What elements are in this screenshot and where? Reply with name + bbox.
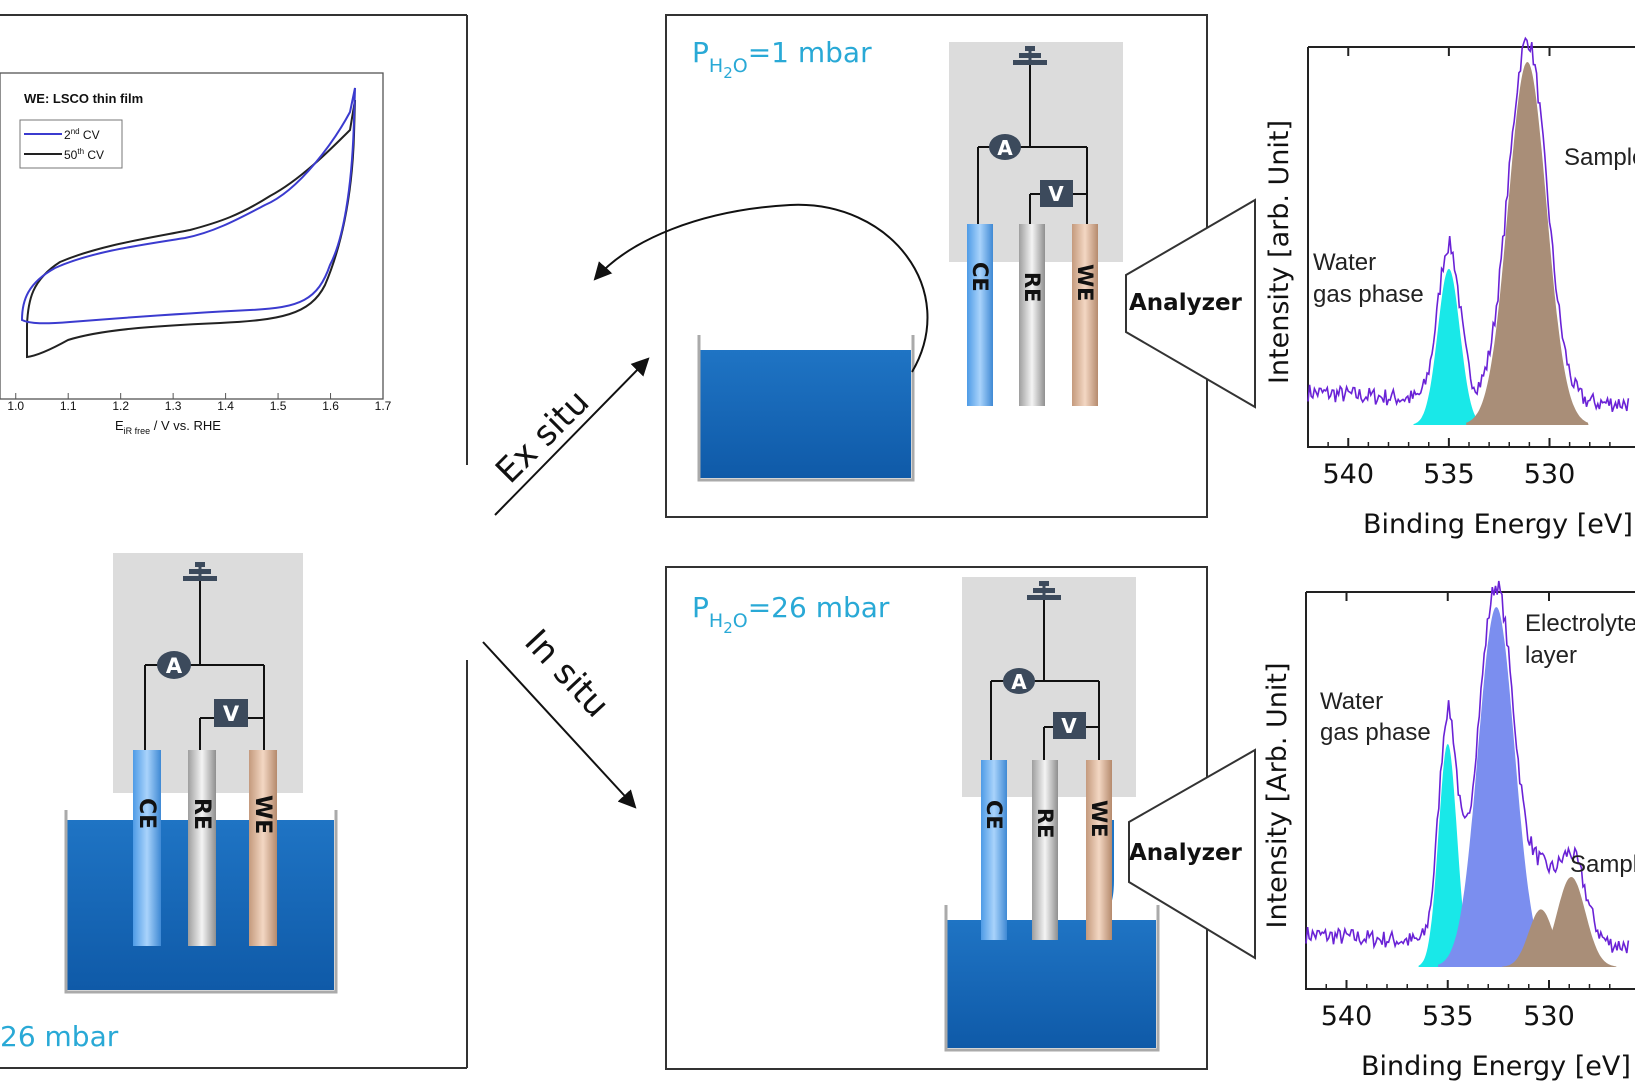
left-re-electrode: RE	[188, 750, 216, 946]
top-analyzer-cone	[1125, 198, 1256, 409]
ex-situ-arrow: Ex situ	[488, 357, 650, 516]
svg-text:RE: RE	[1020, 272, 1044, 303]
bottom-re-electrode: RE	[1032, 760, 1058, 940]
top-electrolyte	[699, 350, 911, 478]
xps-peak	[1413, 268, 1485, 425]
xps-peak	[1525, 877, 1617, 967]
xps-peak	[1466, 62, 1589, 425]
xps-annotation: layer	[1525, 642, 1577, 669]
xps-ylabel: Intensity [Arb. Unit]	[1262, 662, 1293, 928]
xps-axes	[1307, 47, 1635, 448]
top-ammeter-label: A	[997, 136, 1013, 160]
bottom-beaker	[944, 905, 1160, 1052]
xps-annotation: Water	[1313, 249, 1376, 276]
cv-legend-title: WE: LSCO thin film	[24, 91, 143, 106]
bottom-ce-electrode: CE	[981, 760, 1007, 940]
bottom-electrolyte	[946, 920, 1156, 1048]
svg-text:WE: WE	[1073, 264, 1097, 302]
cv-xlabel: EiR free / V vs. RHE	[115, 418, 221, 436]
left-setup: A V CE RE WE 26 mbar	[0, 553, 338, 1053]
top-analyzer-label: Analyzer	[1129, 290, 1243, 316]
top-re-electrode: RE	[1019, 224, 1045, 406]
xps-xtick-label: 535	[1423, 459, 1475, 490]
xps-xtick-label: 540	[1321, 1001, 1373, 1032]
cv-plot: WE: LSCO thin film 2nd CV 50th CV 1.0 1.1…	[0, 72, 392, 436]
bottom-ammeter-label: A	[1011, 670, 1027, 694]
xps-xtick-label: 530	[1524, 459, 1576, 490]
cv-curve-2nd	[20, 87, 356, 325]
xps-xtick-label: 530	[1523, 1001, 1575, 1032]
top-cell-panel: PH2O=1 mbar A V CE RE WE	[593, 14, 1256, 518]
bottom-we-electrode: WE	[1086, 760, 1112, 940]
cv-legend-label-2nd: 2nd CV	[64, 127, 100, 142]
xps-annotation: Sample	[1564, 144, 1635, 171]
cv-xtick-label: 1.3	[165, 399, 182, 413]
svg-text:CE: CE	[982, 800, 1006, 830]
xps-peak	[1438, 607, 1555, 967]
xps-annotation: gas phase	[1313, 281, 1424, 308]
xps-annotation: gas phase	[1320, 719, 1431, 746]
bottom-ammeter-icon	[1003, 668, 1035, 694]
xps-xtick-label: 535	[1422, 1001, 1474, 1032]
bottom-analyzer-cone	[1128, 748, 1256, 960]
xps-spectrum-line	[1307, 36, 1630, 413]
svg-text:WE: WE	[1087, 800, 1111, 838]
bottom-pressure-label: PH2O=26 mbar	[692, 591, 890, 637]
bottom-voltmeter-icon	[1053, 712, 1086, 739]
cv-xtick-label: 1.0	[7, 399, 24, 413]
top-voltmeter-icon	[1040, 180, 1073, 207]
bottom-voltmeter-label: V	[1061, 714, 1077, 738]
svg-text:RE: RE	[189, 798, 214, 830]
xps-annotation: Water	[1320, 688, 1383, 715]
top-pressure-label: PH2O=1 mbar	[692, 36, 872, 82]
top-beaker	[697, 335, 915, 482]
cv-xtick-label: 1.2	[112, 399, 129, 413]
left-ce-electrode: CE	[133, 750, 161, 946]
cv-xaxis: 1.0 1.1 1.2 1.3 1.4 1.5 1.6 1.7	[7, 393, 392, 413]
cv-xtick-label: 1.4	[217, 399, 234, 413]
left-voltmeter-icon	[214, 699, 248, 727]
xps-annotation: Electrolyte	[1525, 610, 1635, 637]
svg-text:WE: WE	[250, 795, 275, 834]
in-situ-label: In situ	[516, 622, 616, 726]
left-ammeter-label: A	[166, 654, 183, 678]
transfer-arrow	[593, 203, 929, 373]
bottom-analyzer-label: Analyzer	[1129, 840, 1243, 866]
top-voltmeter-label: V	[1048, 182, 1064, 206]
xps-xlabel: Binding Energy [eV]	[1363, 509, 1633, 540]
left-beaker	[64, 810, 338, 994]
top-ce-electrode: CE	[967, 224, 993, 406]
cv-xtick-label: 1.7	[375, 399, 392, 413]
top-we-electrode: WE	[1072, 224, 1098, 406]
cv-legend-label-50th: 50th CV	[64, 147, 104, 162]
top-ammeter-icon	[989, 134, 1021, 160]
svg-text:CE: CE	[968, 262, 992, 292]
top-ground-icon	[1013, 46, 1047, 65]
svg-text:CE: CE	[134, 798, 159, 829]
left-ammeter-icon	[157, 651, 191, 679]
cv-legend-box	[19, 119, 123, 169]
xps-ylabel: Intensity [arb. Unit]	[1264, 120, 1295, 384]
bottom-cell-panel: PH2O=26 mbar A V CE RE	[665, 566, 1256, 1070]
cv-xtick-label: 1.5	[270, 399, 287, 413]
cv-xtick-label: 1.1	[60, 399, 77, 413]
xps-xtick-label: 540	[1322, 459, 1374, 490]
cv-xtick-label: 1.6	[322, 399, 339, 413]
left-voltmeter-label: V	[223, 702, 240, 726]
xps-xlabel: Binding Energy [eV]	[1361, 1051, 1631, 1082]
in-situ-arrow: In situ	[482, 622, 637, 809]
bottom-ground-icon	[1027, 581, 1061, 600]
xps-axes	[1305, 592, 1635, 990]
ex-situ-label: Ex situ	[488, 382, 597, 491]
left-ground-icon	[183, 562, 217, 581]
left-we-electrode: WE	[249, 750, 277, 946]
svg-text:RE: RE	[1033, 808, 1057, 839]
left-panel	[0, 14, 468, 1069]
left-pressure-label: 26 mbar	[0, 1020, 119, 1053]
xps-spectrum-line	[1305, 580, 1630, 954]
xps-annotation: Sample	[1570, 851, 1635, 878]
